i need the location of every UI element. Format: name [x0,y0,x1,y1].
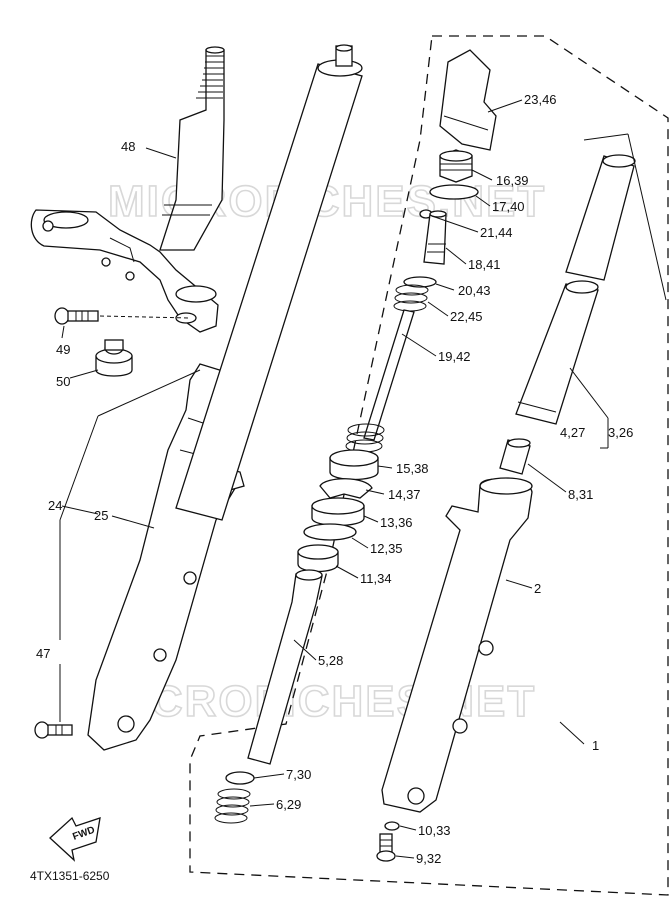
callout-4-27: 4,27 [560,425,585,440]
callout-11-34: 11,34 [360,571,392,586]
callout-3-26: 3,26 [608,425,633,440]
leader-lines [59,99,585,859]
callout-14-37: 14,37 [388,487,421,502]
right-fork-internals [214,49,497,824]
collar [95,339,133,377]
callout-20-43: 20,43 [458,283,491,298]
callout-13-36: 13,36 [380,515,413,530]
right-fork-outer [376,133,667,862]
assembly-boundary [189,35,669,896]
callout-23-46: 23,46 [524,92,557,107]
seal-holder [329,449,379,481]
seal-washer [303,523,357,541]
right-outer-tube [381,477,533,813]
spacer-pipe [565,154,636,281]
callout-47: 47 [36,646,50,661]
copper-washer [384,821,400,831]
callout-8-31: 8,31 [568,487,593,502]
damper-bolt [376,833,396,862]
rebound-spring [393,284,429,312]
callout-48: 48 [121,139,135,154]
callout-12-35: 12,35 [370,541,403,556]
callout-1: 1 [592,738,599,753]
under-bracket [30,209,219,333]
oil-seal [311,497,365,527]
callout-21-44: 21,44 [480,225,513,240]
callout-15-38: 15,38 [396,461,429,476]
damper-cylinder [247,569,323,765]
callout-17-40: 17,40 [492,199,525,214]
diagram-code: 4TX1351-6250 [30,869,110,883]
damper-rod [345,309,415,453]
callout-labels: 23,46 48 16,39 17,40 21,44 18,41 20,43 2… [36,92,633,866]
fwd-arrow-icon: FWD [49,816,101,862]
left-inner-tube [175,44,363,521]
oil-lock-piece [499,438,531,475]
callout-7-30: 7,30 [286,767,311,782]
callout-24: 24 [48,498,62,513]
cap-bolt [439,149,473,183]
callout-18-41: 18,41 [468,257,501,272]
adjuster-rod [423,210,447,265]
circlip [319,478,373,499]
callout-25: 25 [94,508,108,523]
left-fork-assembly [30,44,363,751]
callout-19-42: 19,42 [438,349,471,364]
callout-6-29: 6,29 [276,797,301,812]
drain-bolt [34,721,73,739]
callout-10-33: 10,33 [418,823,451,838]
callout-2: 2 [534,581,541,596]
slide-bush [297,544,339,573]
fork-cap-cover [439,49,497,151]
bottom-washer [225,771,255,785]
steering-stem [159,46,225,251]
callout-49: 49 [56,342,70,357]
callout-22-45: 22,45 [450,309,483,324]
callout-16-39: 16,39 [496,173,529,188]
pinch-bolt [54,307,191,325]
callout-5-28: 5,28 [318,653,343,668]
callout-50: 50 [56,374,70,389]
callout-9-32: 9,32 [416,851,441,866]
taper-spring [214,788,251,824]
fork-spring-tube [515,280,599,425]
o-ring [429,184,479,200]
